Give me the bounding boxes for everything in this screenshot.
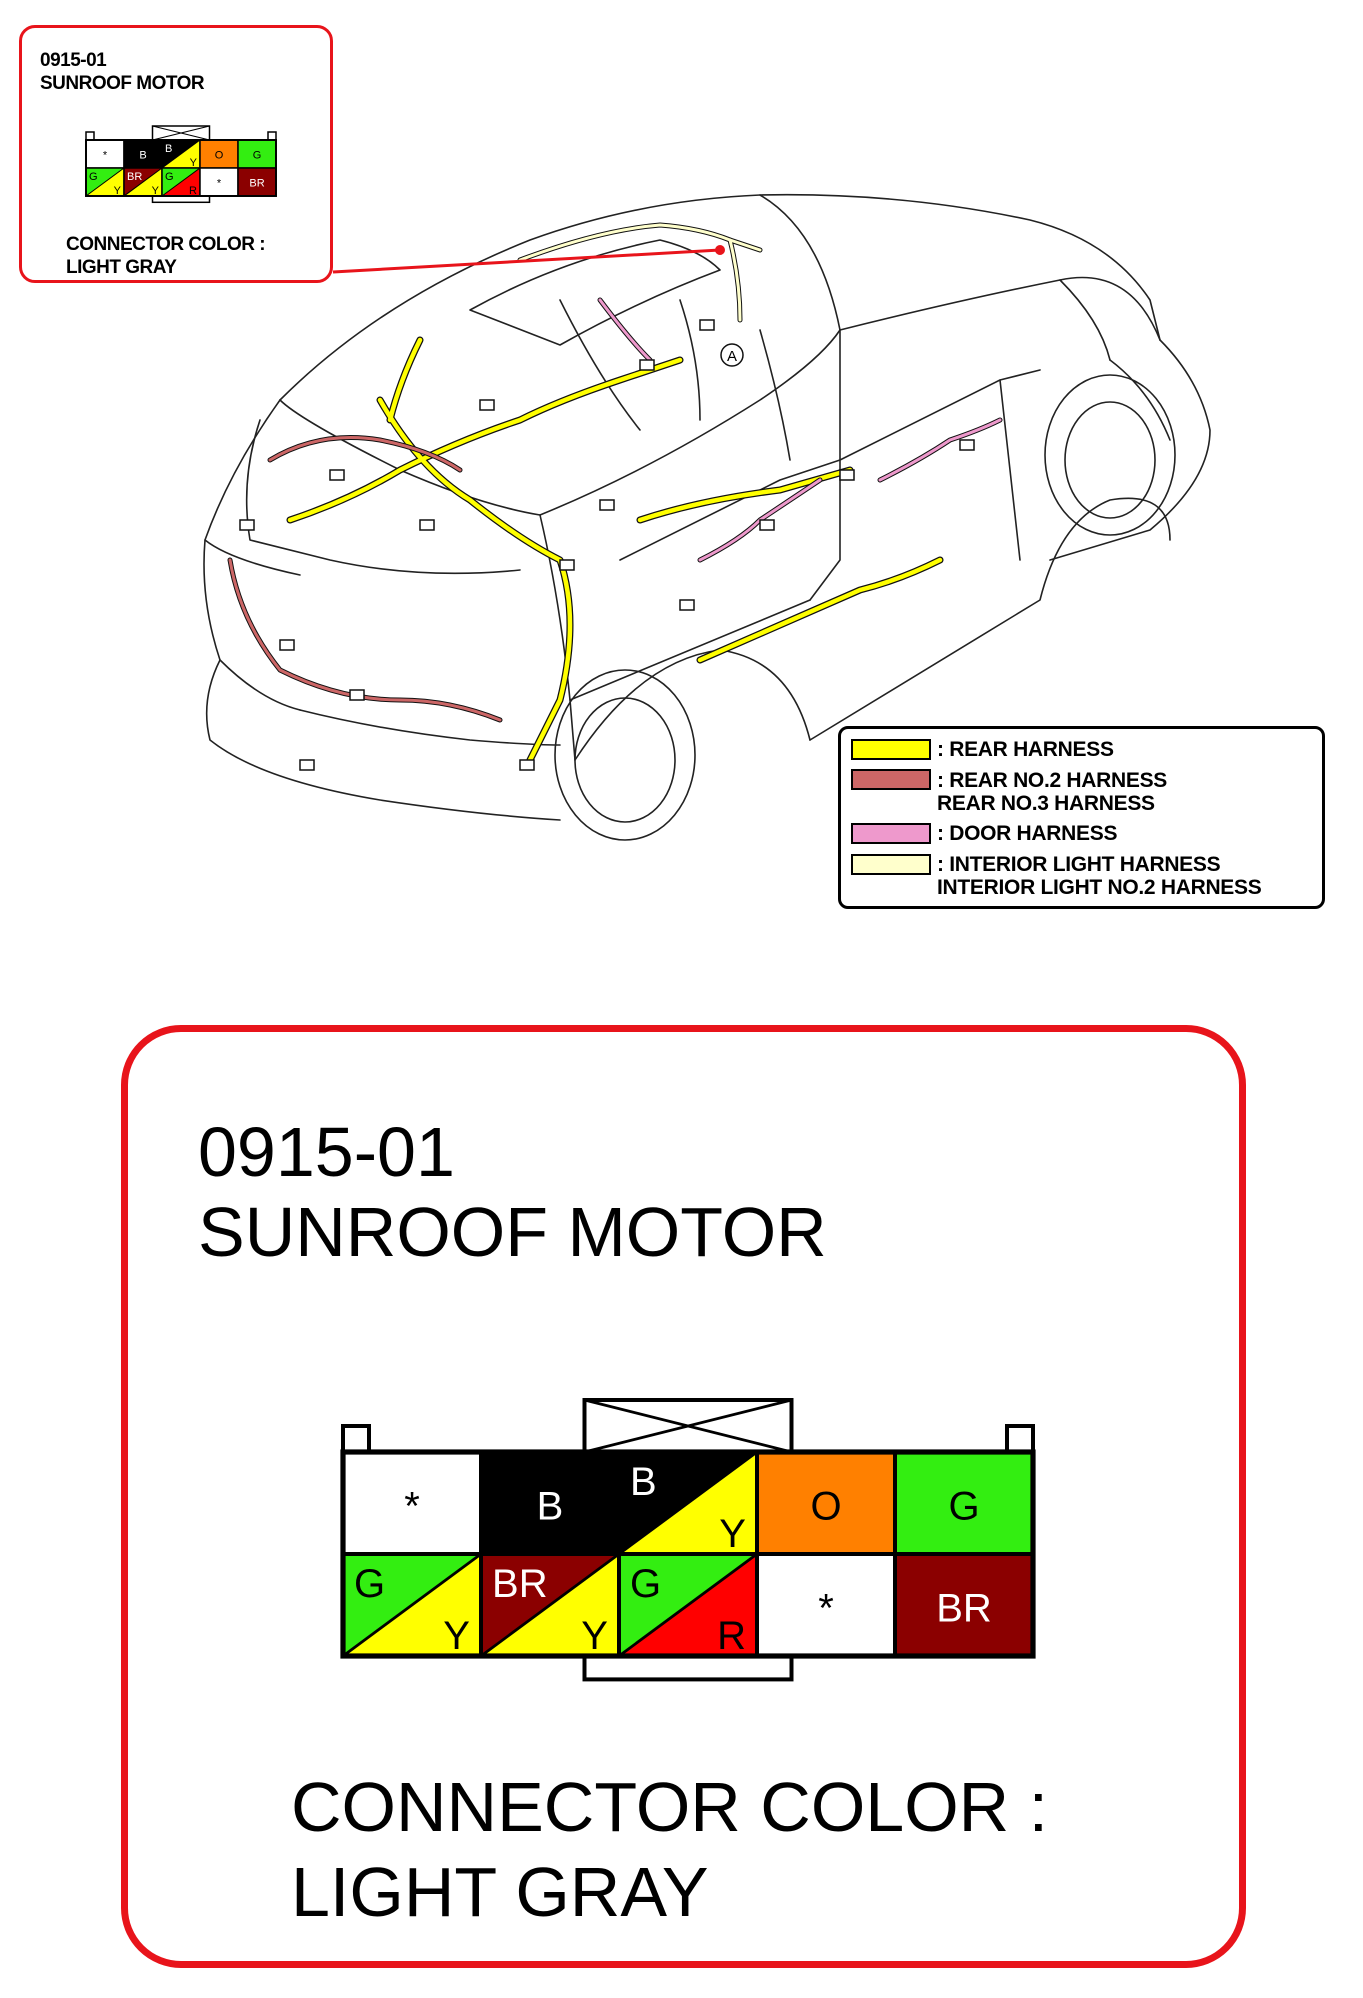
- connector-pin: BY: [161, 139, 201, 169]
- legend-swatch-rear-no2: [851, 769, 931, 790]
- vehicle-harness-diagram: A: [203, 193, 1211, 841]
- connector-pin: G: [237, 139, 277, 169]
- pin-label-secondary: Y: [114, 185, 122, 197]
- legend-label-interior-light: : INTERIOR LIGHT HARNESS: [937, 853, 1221, 876]
- pin-label-primary: BR: [127, 171, 142, 183]
- marker-a-label: A: [727, 348, 737, 365]
- pin-label-secondary: Y: [190, 157, 198, 169]
- connector-pin: *: [199, 167, 239, 197]
- connector-pin: BR Y: [479, 1552, 621, 1658]
- connector-pin: *: [85, 139, 125, 169]
- connector-name-large: SUNROOF MOTOR: [198, 1193, 827, 1271]
- legend-swatch-rear: [851, 739, 931, 760]
- pin-label-primary: G: [89, 171, 98, 183]
- pin-label: B: [139, 149, 146, 161]
- connector-pin: O: [755, 1450, 897, 1556]
- pin-label: B: [537, 1484, 564, 1528]
- connector-pin: *: [755, 1552, 897, 1658]
- pin-label-secondary: Y: [152, 185, 160, 197]
- pin-label-secondary: R: [189, 185, 197, 197]
- legend-label-interior-light-no2: INTERIOR LIGHT NO.2 HARNESS: [937, 876, 1262, 899]
- harness-legend: : REAR HARNESS : REAR NO.2 HARNESS REAR …: [838, 726, 1325, 909]
- pin-label-primary: G: [354, 1562, 385, 1606]
- connector-outline: [85, 139, 277, 197]
- pin-label: O: [810, 1484, 841, 1528]
- connector-color-value: LIGHT GRAY: [66, 257, 177, 278]
- connector-pin: BY: [617, 1450, 759, 1556]
- legend-label-rear: : REAR HARNESS: [937, 738, 1114, 761]
- connector-tab-right: [1005, 1424, 1035, 1454]
- connector-pin: O: [199, 139, 239, 169]
- connector-tab-left: [341, 1424, 371, 1454]
- callout-leader-line: [332, 248, 721, 274]
- pin-label: *: [217, 177, 222, 189]
- marker-a: [720, 343, 744, 367]
- connector-pin: BR Y: [123, 167, 163, 197]
- connector-code-large: 0915-01: [198, 1113, 455, 1191]
- legend-label-rear-no2: : REAR NO.2 HARNESS: [937, 769, 1167, 792]
- pin-label: G: [253, 149, 262, 161]
- connector-color-label: CONNECTOR COLOR :: [66, 234, 266, 255]
- connector-tab-left: [85, 131, 95, 141]
- connector-color-value-large: LIGHT GRAY: [291, 1853, 709, 1931]
- pin-label: O: [215, 149, 224, 161]
- connector-pin: G: [893, 1450, 1035, 1556]
- legend-swatch-door: [851, 823, 931, 844]
- connector-pin: GY: [85, 167, 125, 197]
- pin-label: *: [404, 1484, 420, 1528]
- pin-label-secondary: R: [717, 1614, 746, 1658]
- pin-label-primary: G: [630, 1562, 661, 1606]
- connector-pin: B: [123, 139, 163, 169]
- pin-label-primary: B: [165, 143, 172, 155]
- connector-pin: B: [479, 1450, 621, 1556]
- pin-label-secondary: Y: [443, 1614, 470, 1658]
- pin-label-primary: BR: [492, 1562, 548, 1606]
- pin-label-secondary: Y: [719, 1512, 746, 1556]
- connector-tab-right: [267, 131, 277, 141]
- connector-code: 0915-01: [40, 50, 107, 71]
- pin-label: G: [948, 1484, 979, 1528]
- connector-color-label-large: CONNECTOR COLOR :: [291, 1768, 1049, 1846]
- pin-label-secondary: Y: [581, 1614, 608, 1658]
- connector-bottom-key: [582, 1654, 794, 1682]
- pin-label: BR: [936, 1586, 992, 1630]
- connector-pin: BR: [893, 1552, 1035, 1658]
- connector-pin: GR: [617, 1552, 759, 1658]
- connector-pin: BR: [237, 167, 277, 197]
- pin-label: *: [103, 149, 108, 161]
- pin-label-primary: G: [165, 171, 174, 183]
- connector-pin: GR: [161, 167, 201, 197]
- pin-label: BR: [249, 177, 264, 189]
- connector-location-dot: [715, 245, 725, 255]
- pin-label-primary: B: [630, 1460, 657, 1504]
- connector-pin: *: [341, 1450, 483, 1556]
- pin-label: *: [818, 1586, 834, 1630]
- legend-label-rear-no3: REAR NO.3 HARNESS: [937, 792, 1155, 815]
- connector-outline: [340, 1449, 1036, 1659]
- connector-name: SUNROOF MOTOR: [40, 73, 205, 94]
- connector-pin: GY: [341, 1552, 483, 1658]
- legend-swatch-interior-light: [851, 854, 931, 875]
- legend-label-door: : DOOR HARNESS: [937, 822, 1118, 845]
